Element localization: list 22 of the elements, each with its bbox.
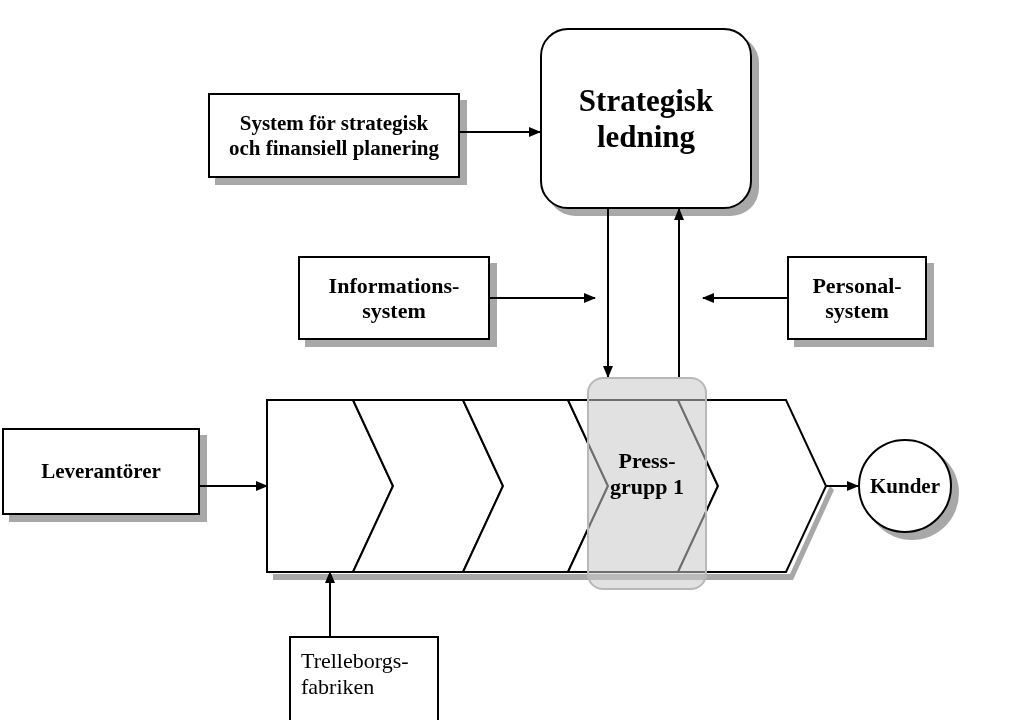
arrow [674,208,684,378]
chevron-shape [568,400,718,572]
chevron-shape [267,400,393,572]
chevron-shape [463,400,608,572]
node-label: System för strategisk och finansiell planering [228,111,440,160]
arrow [702,293,788,303]
arrow [199,481,268,491]
arrow [459,127,541,137]
highlight-box [587,377,707,590]
node-label: Informations- system [327,272,461,324]
node-label: Kunder [870,473,940,499]
chevron-shape [353,400,503,572]
arrow [825,481,859,491]
process-box [289,636,439,720]
node-label: Leverantörer [41,459,161,484]
arrow [603,208,613,378]
node-label: Strategisk ledning [577,82,715,155]
node-label: Press- grupp 1 [609,448,685,499]
node-label: Personal- system [811,272,903,324]
node-label: Trelleborgs- fabriken [301,648,410,701]
arrow [489,293,596,303]
arrow [325,571,335,637]
